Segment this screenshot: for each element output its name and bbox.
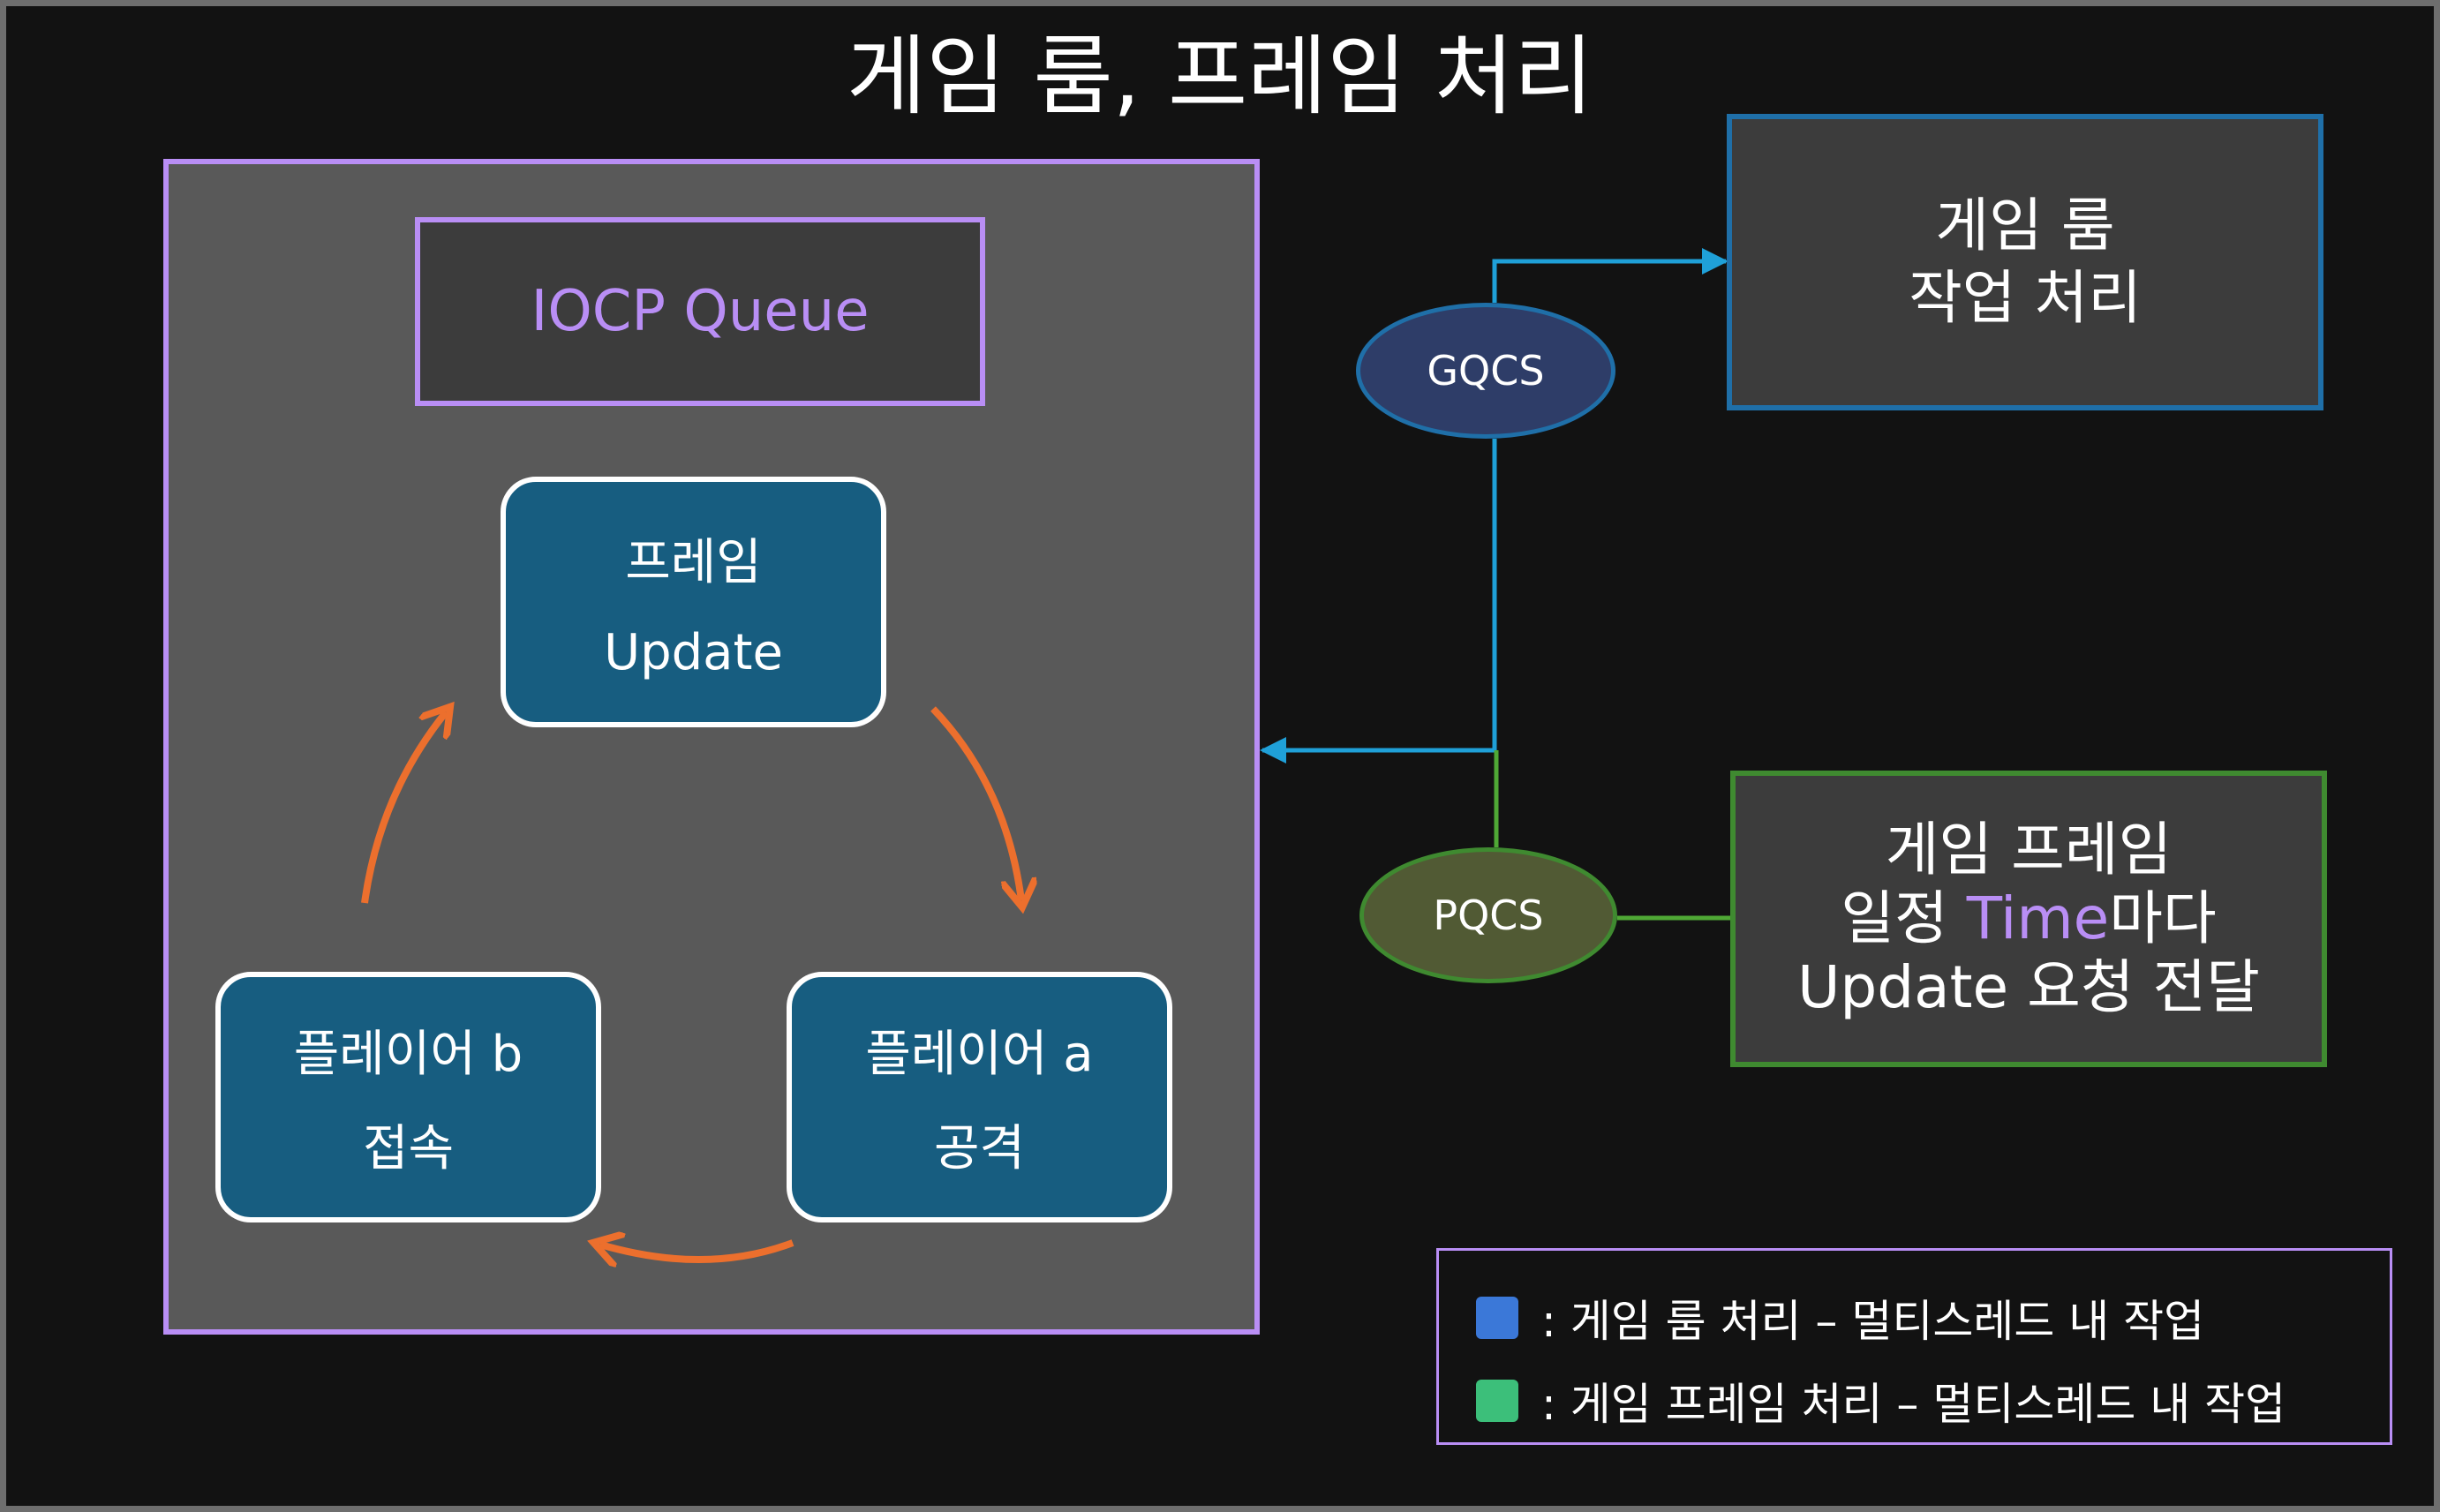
frame-update-subtitle: Update [604, 624, 783, 681]
cycle-arrow-frame-to-a [930, 706, 1021, 900]
game-room-line2: 작업 처리 [1909, 264, 2142, 332]
game-frame-line3: Update 요청 전달 [1797, 953, 2260, 1021]
pqcs-label: PQCS [1433, 891, 1544, 939]
legend: : 게임 룸 처리 – 멀티스레드 내 작업 : 게임 프레임 처리 – 멀티스… [1436, 1248, 2392, 1445]
diagram-title: 게임 룸, 프레임 처리 [847, 26, 1593, 127]
gqcs-node: GQCS [1356, 303, 1615, 439]
game-frame-line2: 일정 Time마다 [1841, 884, 2216, 953]
game-frame-box: 게임 프레임 일정 Time마다 Update 요청 전달 [1730, 771, 2327, 1067]
cycle-arrow-b-to-frame [361, 712, 446, 904]
game-frame-line1: 게임 프레임 [1885, 816, 2173, 884]
game-frame-line2-pre: 일정 [1841, 884, 1967, 952]
legend-item-room: : 게임 룸 처리 – 멀티스레드 내 작업 [1476, 1286, 2204, 1350]
player-a-task: 플레이어 a 공격 [787, 972, 1172, 1222]
player-b-subtitle: 접속 [362, 1120, 455, 1177]
game-room-line1: 게임 룸 [1935, 192, 2115, 260]
player-a-title: 플레이어 a [865, 1026, 1094, 1083]
iocp-queue-label: IOCP Queue [531, 279, 870, 344]
iocp-queue-box: IOCP Queue [415, 217, 985, 406]
gqcs-label: GQCS [1427, 347, 1545, 395]
cycle-arrow-a-to-b [600, 1243, 795, 1260]
legend-swatch-blue [1476, 1297, 1518, 1339]
pqcs-node: PQCS [1359, 847, 1617, 983]
game-frame-time-highlight: Time [1966, 884, 2110, 952]
player-b-task: 플레이어 b 접속 [215, 972, 601, 1222]
legend-item-frame: : 게임 프레임 처리 – 멀티스레드 내 작업 [1476, 1369, 2286, 1433]
player-a-subtitle: 공격 [933, 1120, 1026, 1177]
legend-swatch-green [1476, 1380, 1518, 1422]
player-b-title: 플레이어 b [293, 1026, 523, 1083]
gqcs-to-room-line [1492, 248, 1728, 303]
frame-update-task: 프레임 Update [501, 477, 886, 727]
frame-update-title: 프레임 [625, 534, 762, 591]
legend-text-room: : 게임 룸 처리 – 멀티스레드 내 작업 [1541, 1296, 2205, 1347]
game-frame-line2-post: 마다 [2109, 884, 2217, 952]
game-room-box: 게임 룸 작업 처리 [1727, 114, 2323, 410]
legend-text-frame: : 게임 프레임 처리 – 멀티스레드 내 작업 [1541, 1379, 2286, 1430]
gqcs-to-server-line [1260, 439, 1497, 764]
